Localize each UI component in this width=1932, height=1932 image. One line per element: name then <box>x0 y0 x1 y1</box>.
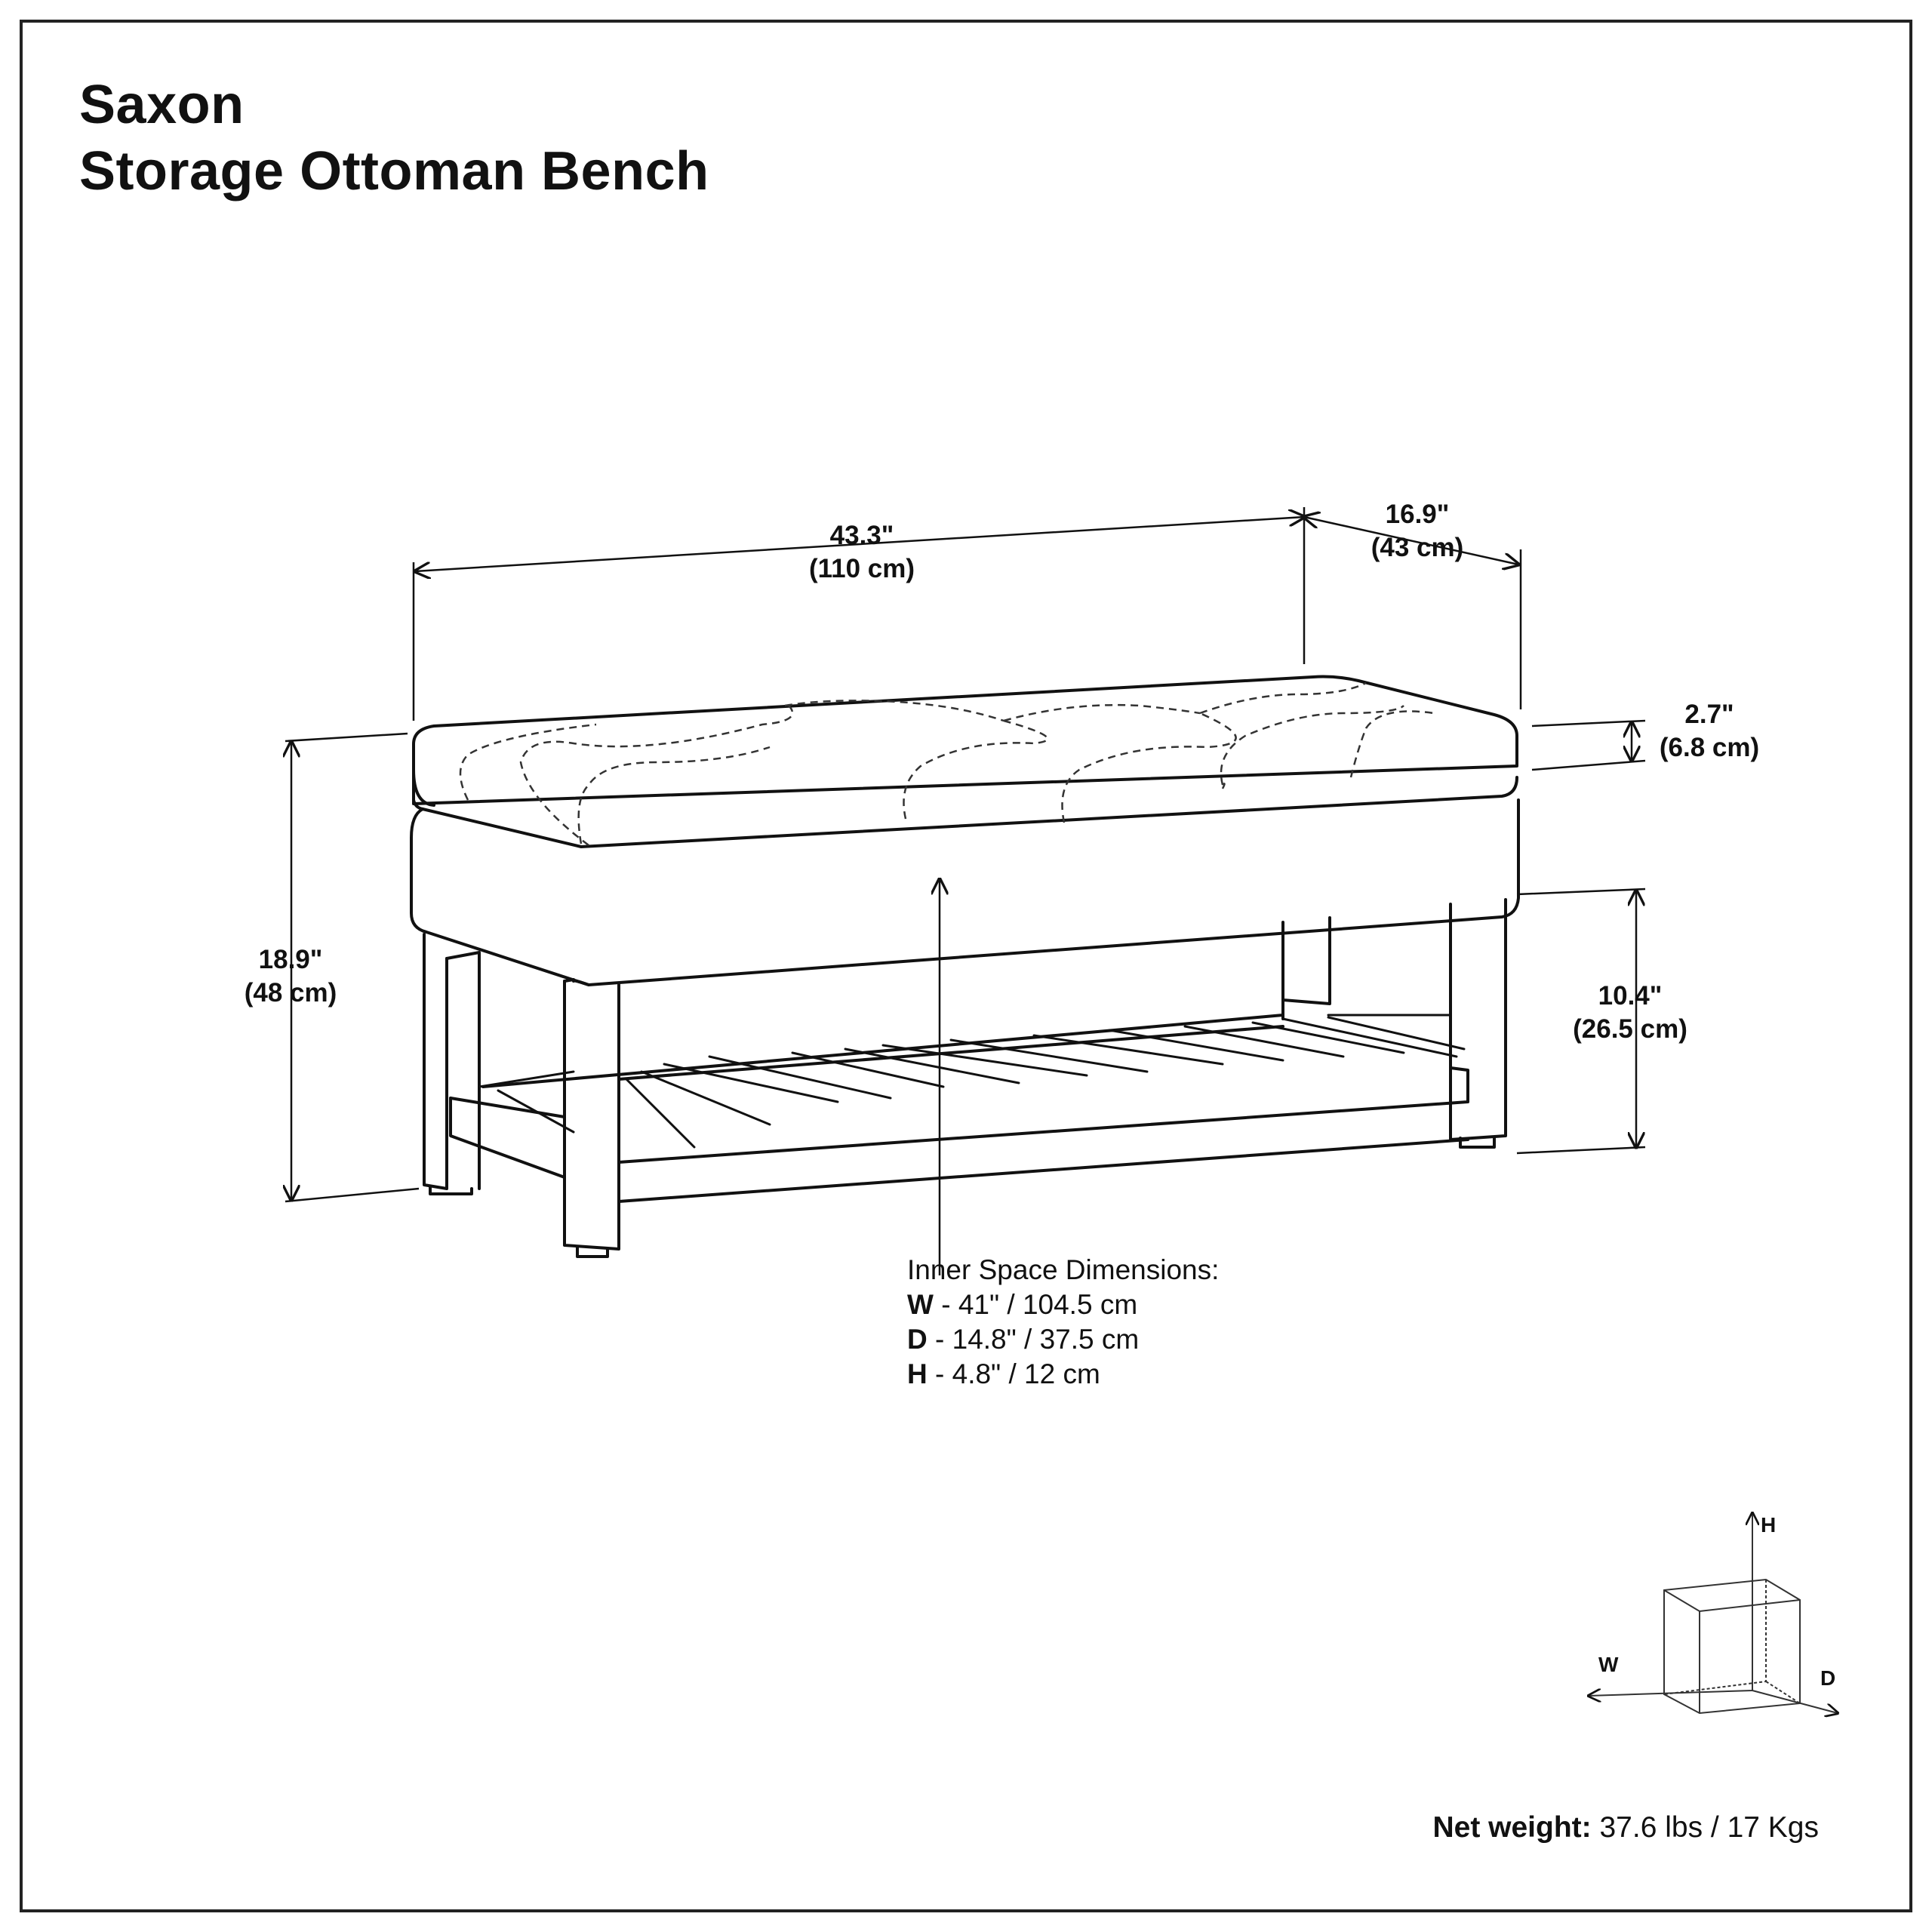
leg-front-mid <box>563 980 620 1251</box>
shelf-cm: (26.5 cm) <box>1573 1014 1687 1044</box>
inner-height-key: H <box>907 1358 928 1389</box>
net-weight-label: Net weight: <box>1432 1811 1592 1844</box>
net-weight-value: 37.6 lbs / 17 Kgs <box>1591 1811 1819 1844</box>
height-cm: (48 cm) <box>244 978 337 1008</box>
inner-space-heading: Inner Space Dimensions: <box>907 1254 1220 1285</box>
inner-height-value: - 4.8" / 12 cm <box>927 1358 1100 1389</box>
axis-w-label: W <box>1598 1653 1619 1676</box>
inner-depth-value: - 14.8" / 37.5 cm <box>927 1324 1140 1355</box>
width-inches: 43.3" <box>829 521 894 550</box>
depth-cm: (43 cm) <box>1371 533 1464 562</box>
width-dimension-line <box>415 517 1304 571</box>
leg-front-right <box>1449 898 1507 1141</box>
axis-h-label: H <box>1761 1513 1777 1537</box>
cushion-cm: (6.8 cm) <box>1659 733 1760 762</box>
product-title: Saxon Storage Ottoman Bench <box>79 72 709 205</box>
width-label: 43.3" (110 cm) <box>809 519 915 586</box>
inner-space-dimensions: Inner Space Dimensions: W - 41" / 104.5 … <box>907 1253 1219 1392</box>
axis-d-label: D <box>1820 1666 1836 1690</box>
shelf-frame <box>449 1097 566 1179</box>
axis-cube-icon <box>1589 1513 1838 1713</box>
inner-width-key: W <box>907 1289 934 1320</box>
inner-width: W - 41" / 104.5 cm <box>907 1287 1219 1322</box>
inner-depth: D - 14.8" / 37.5 cm <box>907 1322 1219 1357</box>
cushion-inches: 2.7" <box>1684 700 1734 729</box>
inner-height: H - 4.8" / 12 cm <box>907 1357 1219 1392</box>
shelf-slats <box>478 1014 1466 1149</box>
cushion-top <box>412 675 1518 805</box>
height-inches: 18.9" <box>258 945 323 974</box>
cushion-label: 2.7" (6.8 cm) <box>1660 698 1759 764</box>
title-line-2: Storage Ottoman Bench <box>79 141 709 202</box>
net-weight: Net weight: 37.6 lbs / 17 Kgs <box>1432 1811 1819 1844</box>
shelf-inches: 10.4" <box>1598 981 1663 1011</box>
depth-dimension-line <box>1304 517 1518 565</box>
height-label: 18.9" (48 cm) <box>245 943 337 1010</box>
tufting-stitches <box>459 681 1435 846</box>
page-frame <box>20 20 1912 1912</box>
storage-box <box>410 798 1520 986</box>
title-line-1: Saxon <box>79 75 245 135</box>
depth-label: 16.9" (43 cm) <box>1371 498 1464 565</box>
inner-width-value: - 41" / 104.5 cm <box>933 1289 1138 1320</box>
width-cm: (110 cm) <box>808 554 915 583</box>
leg-front-left <box>423 933 448 1190</box>
shelf-label: 10.4" (26.5 cm) <box>1573 980 1687 1046</box>
cushion-front <box>412 768 435 807</box>
inner-depth-key: D <box>907 1324 928 1355</box>
depth-inches: 16.9" <box>1385 500 1450 529</box>
leg-back-right <box>1281 916 1331 1005</box>
